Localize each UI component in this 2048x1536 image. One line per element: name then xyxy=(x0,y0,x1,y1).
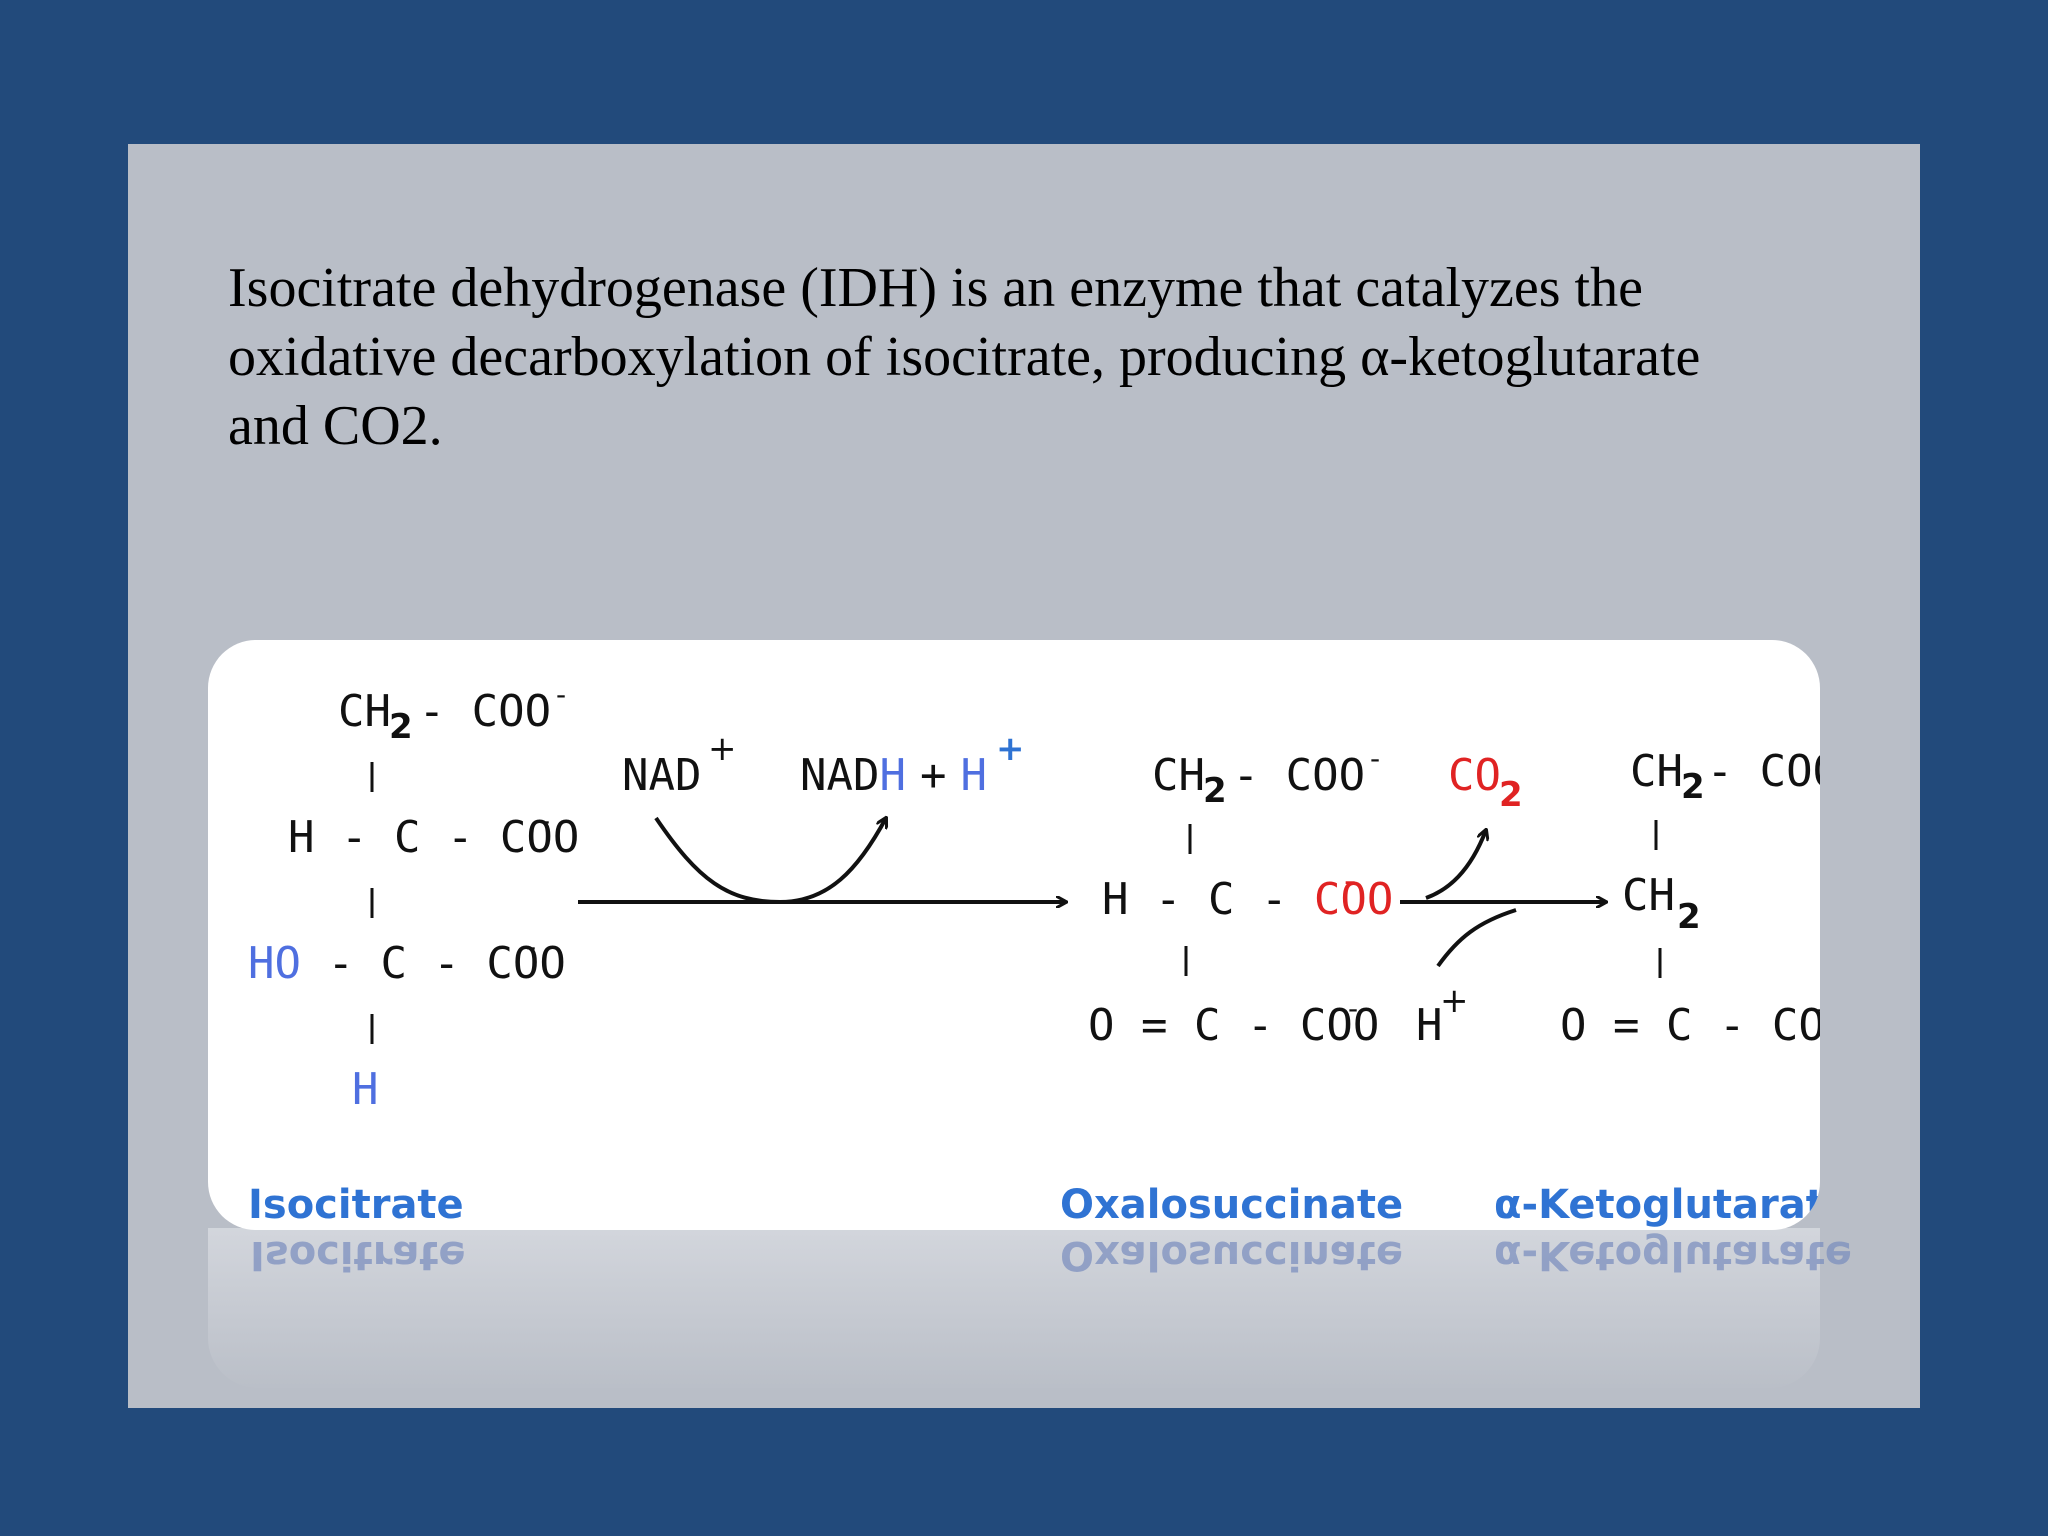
oxalosuccinate-leaving-coo: COO xyxy=(1314,874,1393,925)
body-text-line-3: and CO2. xyxy=(228,395,443,457)
oxalosuccinate-subscript-2: 2 xyxy=(1203,771,1227,811)
plus-sign: + xyxy=(920,750,947,801)
oxalosuccinate-row-3: O = C - COO xyxy=(1088,1000,1379,1051)
isocitrate-row-2: H - C - COO xyxy=(288,812,579,863)
proton-uptake-arrow xyxy=(1436,908,1517,968)
body-text-line-2: oxidative decarboxylation of isocitrate,… xyxy=(228,326,1701,388)
isocitrate-label: Isocitrate xyxy=(248,1182,464,1228)
isocitrate-charge-2: - xyxy=(540,804,550,837)
slide-body-text: Isocitrate dehydrogenase (IDH) is an enz… xyxy=(228,254,1868,461)
ketoglutarate-ch2: CH xyxy=(1622,870,1675,921)
ketoglutarate-charge-3: - xyxy=(1814,992,1820,1025)
diagram-reflection xyxy=(208,1228,1820,1388)
nad-text: NAD xyxy=(622,750,701,801)
svg-text:CO2: CO2 xyxy=(1448,750,1523,815)
isocitrate-charge-1: - xyxy=(556,678,566,711)
oxalosuccinate-charge-2: - xyxy=(1344,861,1356,901)
ketoglutarate-coo-1: - COO xyxy=(1707,746,1820,797)
ketoglutarate-subscript-2: 2 xyxy=(1681,767,1705,807)
ketoglutarate-label-reflection: α-Ketoglutarate xyxy=(1494,1232,1853,1278)
nad-charge: + xyxy=(708,729,737,769)
nad-curved-arrow xyxy=(654,818,886,905)
reaction-diagram: CH2- COO - H - C - COO - HO - C - COO - … xyxy=(208,640,1820,1230)
co2-text: CO xyxy=(1448,750,1501,801)
oxalosuccinate-coo-1: - COO xyxy=(1233,750,1365,801)
oxalosuccinate-row-2: H - C - xyxy=(1102,874,1314,925)
isocitrate-label-reflection: Isocitrate xyxy=(250,1232,466,1278)
svg-text:CH2- COO: CH2- COO xyxy=(338,686,551,747)
co2-subscript: 2 xyxy=(1499,775,1523,815)
isocitrate-coo-1: - COO xyxy=(419,686,551,737)
svg-text:NADH+H: NADH+H xyxy=(800,750,987,801)
co2-release-arrow xyxy=(1425,830,1486,900)
isocitrate-hydroxyl: HO xyxy=(248,938,301,989)
reaction-diagram-svg: CH2- COO - H - C - COO - HO - C - COO - … xyxy=(248,678,1820,1228)
isocitrate-charge-3: - xyxy=(526,930,536,963)
oxalosuccinate-ch: CH xyxy=(1152,750,1205,801)
oxalosuccinate-label: Oxalosuccinate xyxy=(1060,1182,1403,1228)
oxalosuccinate-label-reflection: Oxalosuccinate xyxy=(1060,1232,1404,1278)
ketoglutarate-structure: CH2- COO CH2 O = C - COO - α-Ketoglutara… xyxy=(1494,746,1820,1228)
ketoglutarate-row-3: O = C - COO xyxy=(1560,1000,1820,1051)
ketoglutarate-ch: CH xyxy=(1630,746,1683,797)
body-text-line-1: Isocitrate dehydrogenase (IDH) is an enz… xyxy=(228,257,1643,319)
oxalosuccinate-charge-1: - xyxy=(1370,742,1380,775)
ketoglutarate-subscript-2b: 2 xyxy=(1677,897,1701,937)
isocitrate-coo-3: - C - COO xyxy=(301,938,566,989)
nadh-hydrogen: H xyxy=(879,750,906,801)
proton-h-2: H xyxy=(1416,1000,1443,1051)
proton-charge-2: + xyxy=(1440,981,1469,1021)
isocitrate-hydrogen: H xyxy=(352,1064,379,1115)
svg-text:CH2- COO: CH2- COO xyxy=(1630,746,1820,807)
isocitrate-ch: CH xyxy=(338,686,391,737)
svg-text:HO - C - COO: HO - C - COO xyxy=(248,938,566,989)
oxalosuccinate-structure: CH2- COO - H - C - COO - O = C - COO - O… xyxy=(1060,742,1403,1228)
isocitrate-subscript-2: 2 xyxy=(389,707,413,747)
reaction-1: NAD + NADH+H + xyxy=(578,729,1066,902)
ketoglutarate-label: α-Ketoglutarate xyxy=(1494,1182,1820,1228)
nadh-nad: NAD xyxy=(800,750,879,801)
isocitrate-structure: CH2- COO - H - C - COO - HO - C - COO - … xyxy=(248,678,579,1228)
svg-text:CH2: CH2 xyxy=(1622,870,1701,937)
oxalosuccinate-charge-3: - xyxy=(1348,992,1358,1025)
svg-text:CH2- COO: CH2- COO xyxy=(1152,750,1365,811)
reaction-2: CO2 H + xyxy=(1400,750,1606,1051)
proton-charge: + xyxy=(996,729,1025,769)
svg-text:H - C - COO: H - C - COO xyxy=(1102,874,1393,925)
proton-h: H xyxy=(960,750,987,801)
